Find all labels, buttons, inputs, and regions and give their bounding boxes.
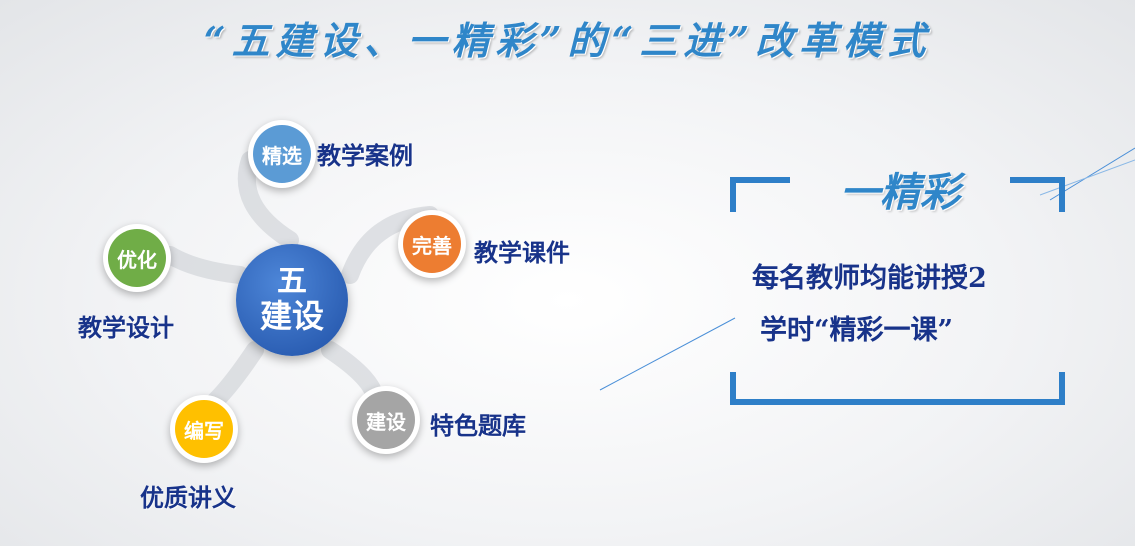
center-line1: 五: [277, 264, 307, 299]
node-youhua: 优化: [103, 224, 171, 292]
node-jianshe: 建设: [352, 386, 420, 454]
node-badge: 编写: [175, 400, 233, 458]
node-badge: 完善: [403, 215, 461, 273]
node-badge: 优化: [108, 229, 166, 287]
node-jingxuan: 精选: [248, 120, 316, 188]
center-line2: 建设: [259, 297, 324, 335]
node-label-tese-tiku: 特色题库: [430, 411, 526, 440]
node-label-jiaoxue-anli: 教学案例: [317, 141, 413, 170]
panel-text-line2: 学时“精彩一课”: [760, 315, 954, 346]
center-hub: 五 建设: [236, 244, 348, 356]
node-wanshan: 完善: [398, 210, 466, 278]
node-badge: 建设: [357, 391, 415, 449]
node-bianxie: 编写: [170, 395, 238, 463]
node-label-youzhi-jiangyi: 优质讲义: [140, 483, 236, 512]
node-label-jiaoxue-sheji: 教学设计: [78, 313, 174, 342]
panel-title: 一精彩: [840, 169, 960, 216]
node-label-jiaoxue-kejian: 教学课件: [474, 238, 570, 267]
page-title: “五建设、一精彩”的“三进”改革模式: [203, 18, 932, 63]
panel-text-line1: 每名教师均能讲授2: [752, 263, 987, 294]
node-badge: 精选: [253, 125, 311, 183]
